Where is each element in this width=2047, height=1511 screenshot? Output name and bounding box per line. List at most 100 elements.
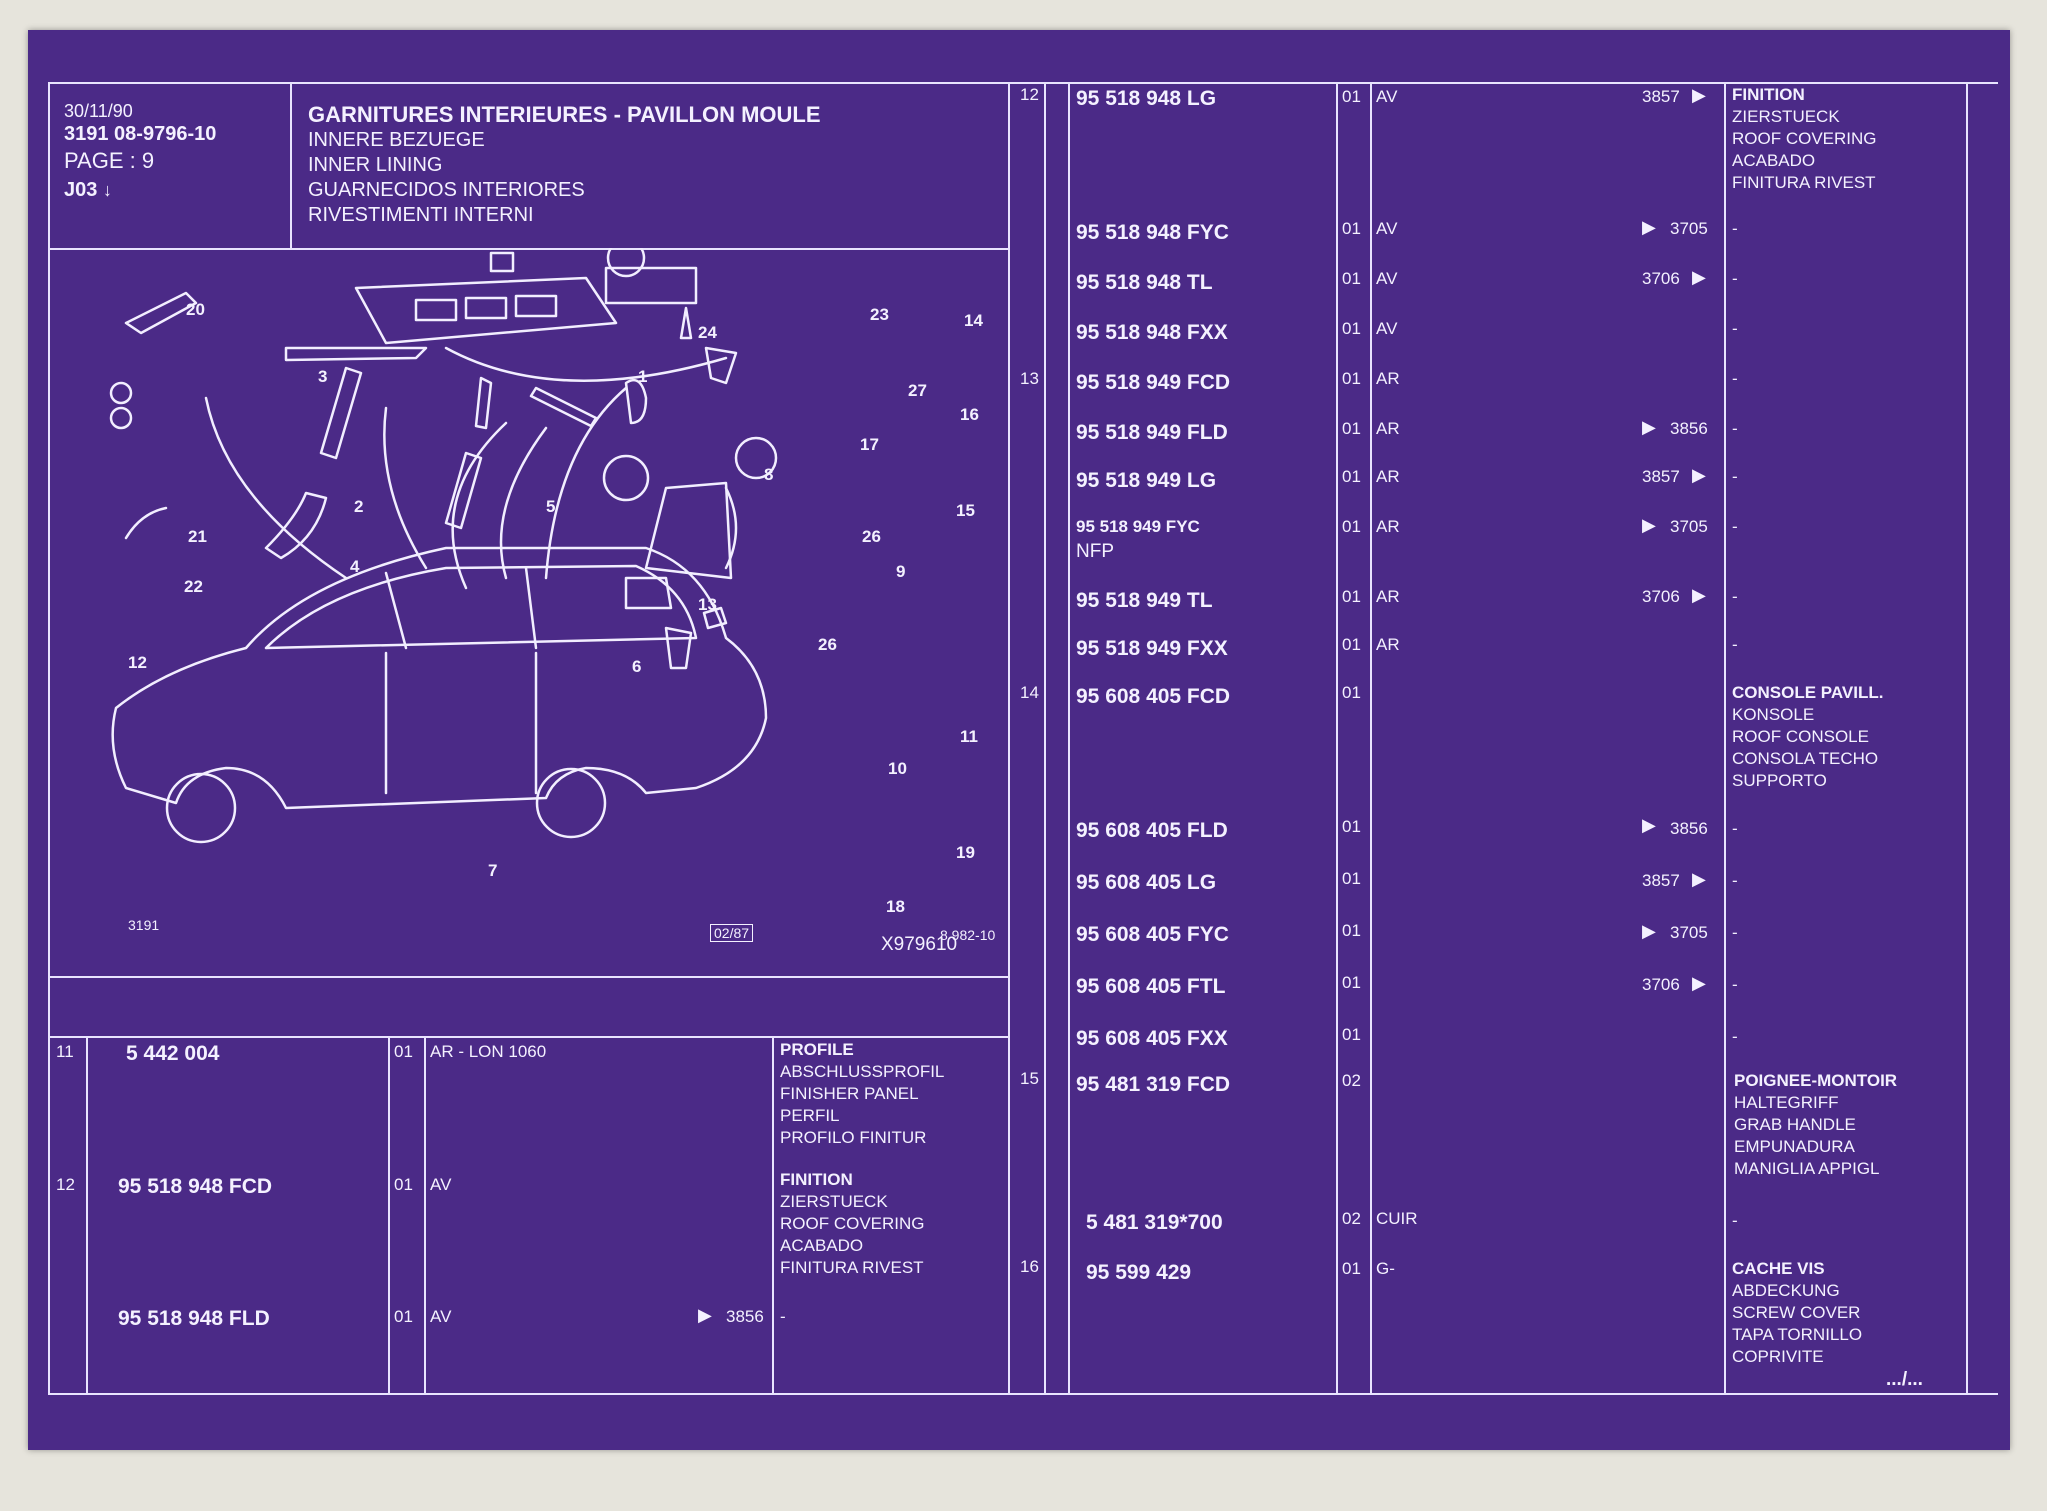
desc-it: FINITURA RIVEST (1732, 173, 1876, 192)
part-reference: 95 518 948 TL (1076, 271, 1213, 294)
frame-right (1966, 82, 1968, 1393)
quantity: 01 (1342, 921, 1361, 940)
callout-3: 3 (318, 367, 328, 386)
part-reference: 5 442 004 (126, 1042, 220, 1065)
car-pillar-a (384, 571, 408, 650)
drawing-number: 8 982-10 (940, 927, 996, 943)
callout-12: 12 (128, 653, 147, 672)
frame-bottom (48, 1393, 1998, 1395)
trim-arc-4 (451, 421, 508, 590)
side-trim-part (444, 451, 483, 530)
desc-en: ROOF COVERING (1732, 129, 1877, 148)
header-bottom-rule (48, 248, 1008, 250)
detail-circle-13 (602, 454, 650, 502)
item-number: 12 (1020, 85, 1039, 104)
play-icon: ▶ (698, 1305, 712, 1325)
quantity: 01 (1342, 635, 1361, 654)
desc-fr: POIGNEE-MONTOIR (1734, 1071, 1898, 1090)
desc-es: CONSOLA TECHO (1732, 749, 1879, 768)
clip-part-19 (702, 606, 728, 630)
quantity: 01 (1342, 683, 1361, 702)
seal-part-11 (724, 486, 738, 570)
part-reference: 95 518 948 FLD (118, 1307, 270, 1330)
quantity: 01 (394, 1042, 413, 1061)
desc-fr: - (1732, 467, 1738, 486)
callout-7: 7 (488, 861, 498, 880)
headliner-cutout-1 (414, 298, 458, 322)
exploded-parts-diagram: 20 3 24 23 14 1 27 16 17 2 5 8 15 21 22 … (86, 238, 1046, 948)
item-number: 12 (56, 1175, 75, 1194)
car-door-line (384, 651, 538, 795)
trim-arc-6 (544, 386, 628, 580)
desc-fr: FINITION (1732, 85, 1805, 104)
play-icon: ▶ (1692, 85, 1706, 105)
note: AV (1376, 269, 1398, 288)
desc-fr: - (1732, 587, 1738, 606)
item-number: 13 (1020, 369, 1039, 388)
quantity: 01 (1342, 973, 1361, 992)
note: AR (1376, 517, 1400, 536)
callout-16: 16 (960, 405, 979, 424)
part-reference: 95 481 319 FCD (1076, 1073, 1231, 1096)
callout-21: 21 (188, 527, 207, 546)
header-divider (290, 82, 292, 248)
callout-23: 23 (870, 305, 889, 324)
part-reference-suffix: NFP (1076, 541, 1114, 562)
strip-part-4 (264, 491, 328, 560)
code: 3856 (1670, 419, 1708, 438)
quantity: 01 (1342, 587, 1361, 606)
callout-5: 5 (546, 497, 556, 516)
title-en: INNER LINING (308, 154, 443, 176)
part-reference: 95 608 405 FYC (1076, 923, 1229, 946)
desc-de: HALTEGRIFF (1734, 1093, 1839, 1112)
part-reference: 95 608 405 FCD (1076, 685, 1231, 708)
pillar-trim-part (319, 366, 363, 460)
play-icon: ▶ (1642, 217, 1656, 237)
desc-es: EMPUNADURA (1734, 1137, 1855, 1156)
handle-part-15 (624, 378, 648, 425)
code: 3705 (1670, 923, 1708, 942)
desc-de: ABSCHLUSSPROFIL (780, 1062, 945, 1081)
roof-rail-part (284, 346, 428, 362)
part-reference: 95 518 949 FYC (1076, 517, 1200, 536)
note: AV (1376, 87, 1398, 106)
play-icon: ▶ (1642, 417, 1656, 437)
left-col-item (86, 1036, 88, 1393)
front-wheel (165, 772, 237, 844)
diagram-bottom-rule (48, 976, 1008, 978)
clip-part-21 (109, 381, 133, 405)
desc-fr: - (1732, 517, 1738, 536)
date-code: 02/87 (710, 924, 754, 942)
play-icon: ▶ (1692, 267, 1706, 287)
detail-circle-23 (606, 238, 646, 278)
right-col-qty (1336, 82, 1338, 1393)
note: AV (1376, 319, 1398, 338)
desc-en: FINISHER PANEL (780, 1084, 919, 1103)
pad-part-24 (489, 251, 515, 273)
desc-it: COPRIVITE (1732, 1347, 1824, 1366)
header-ref: 3191 08-9796-10 (64, 123, 217, 145)
arrow-down-icon: ↓ (102, 180, 112, 200)
callout-17: 17 (860, 435, 879, 454)
desc-fr: - (1732, 419, 1738, 438)
part-reference: 95 518 948 FCD (118, 1175, 273, 1198)
desc-es: PERFIL (780, 1106, 840, 1125)
item-number: 16 (1020, 1257, 1039, 1276)
item-number: 15 (1020, 1069, 1039, 1088)
code: 3856 (1670, 819, 1708, 838)
part-reference: 95 608 405 FLD (1076, 819, 1228, 842)
play-icon: ▶ (1692, 869, 1706, 889)
note: AV (1376, 219, 1398, 238)
code: 3857 (1642, 467, 1680, 486)
code: 3705 (1670, 517, 1708, 536)
note: AR (1376, 419, 1400, 438)
clip-part-27 (679, 306, 693, 340)
frame-top-right (1008, 82, 1998, 84)
rail-part-8 (529, 386, 598, 428)
left-col-end (1008, 82, 1010, 1393)
title-fr: GARNITURES INTERIEURES - PAVILLON MOULE (308, 102, 821, 127)
play-icon: ▶ (1642, 921, 1656, 941)
model-code: 3191 (128, 917, 160, 933)
play-icon: ▶ (1692, 585, 1706, 605)
headliner-panel (354, 276, 618, 345)
